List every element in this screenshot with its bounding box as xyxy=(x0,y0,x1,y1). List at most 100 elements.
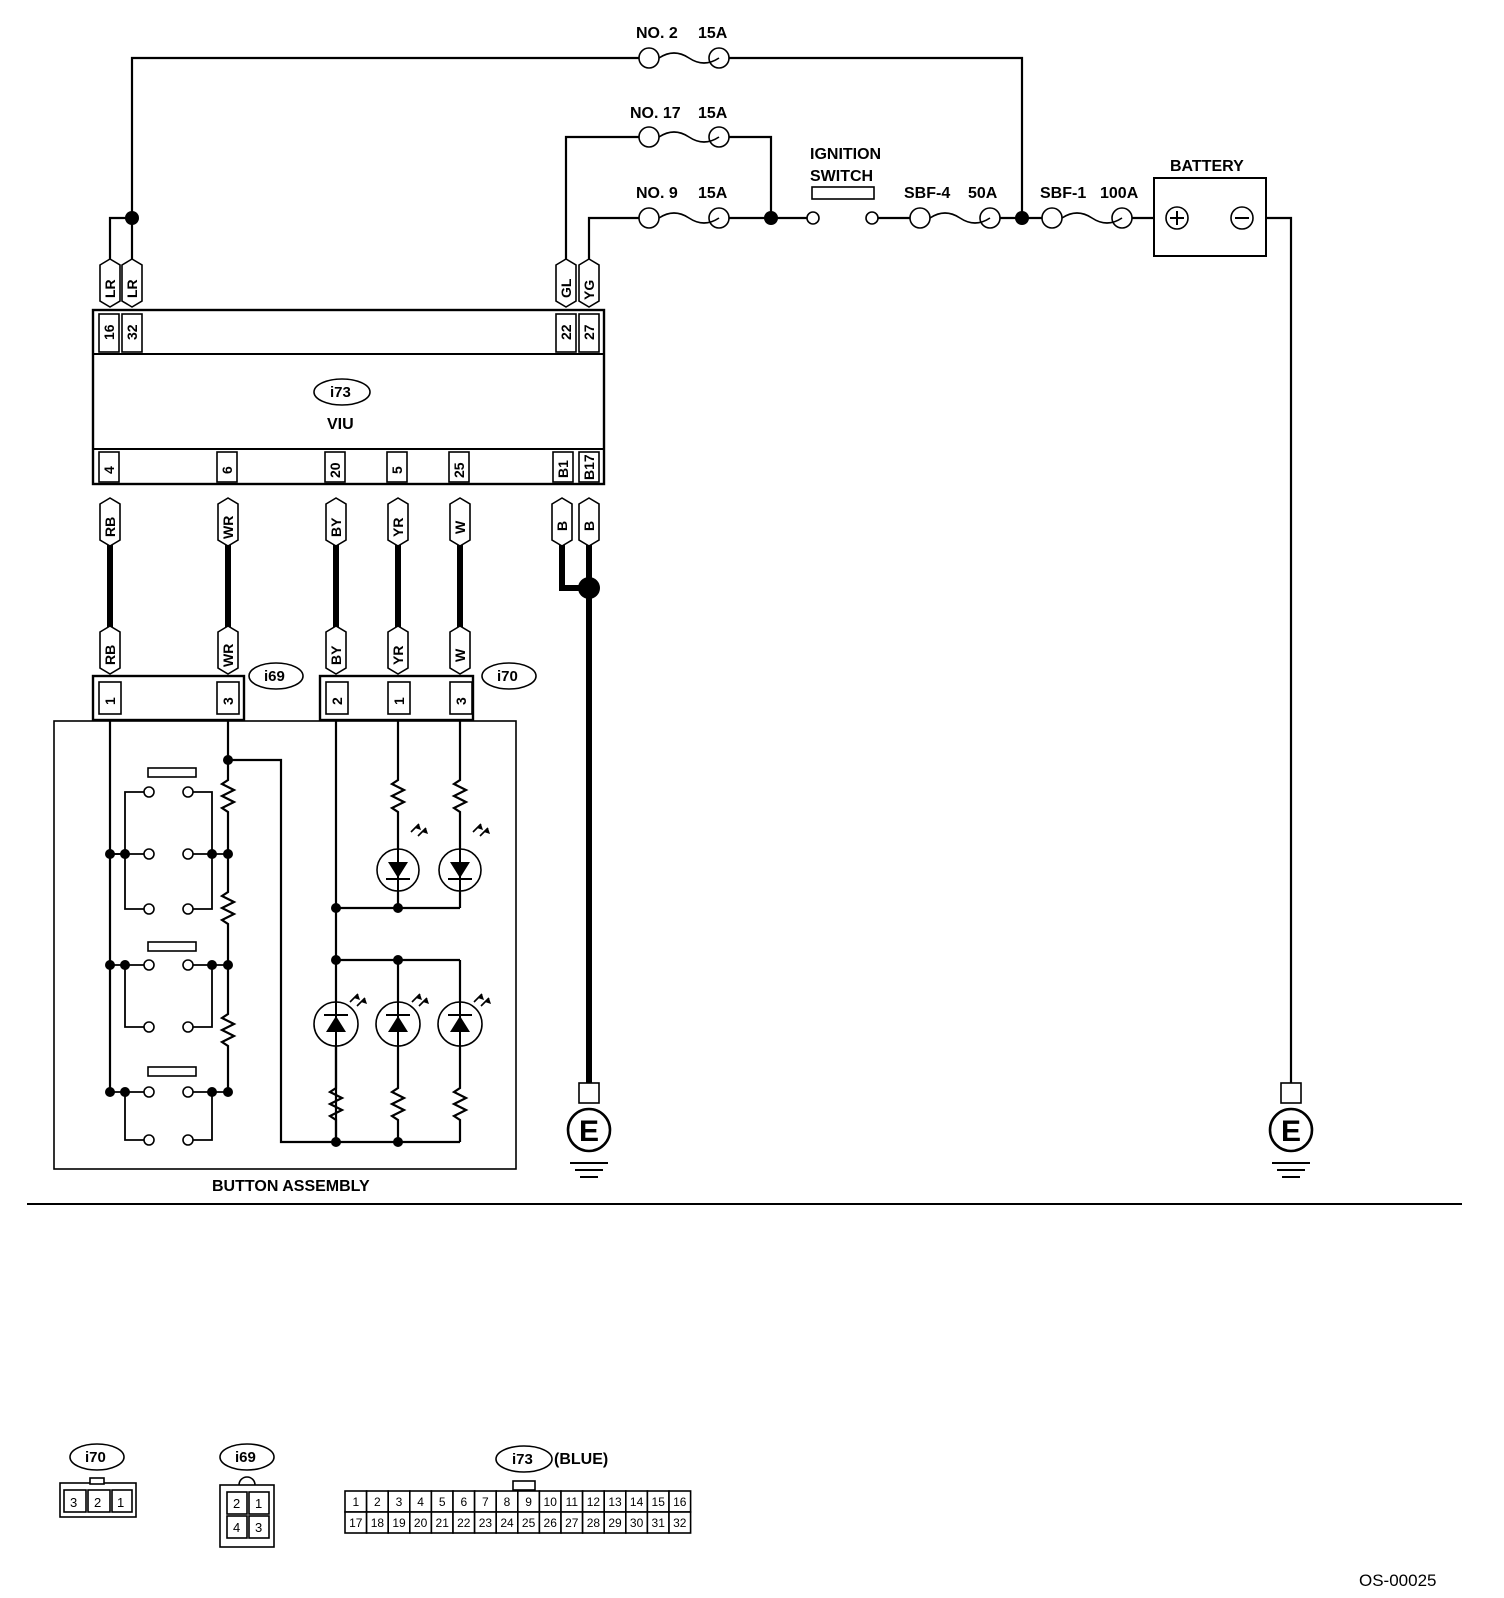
legend-i73-pin: 9 xyxy=(525,1495,532,1509)
viu-top-pin: 27 xyxy=(578,313,600,353)
viu-top-pin-16: 16 xyxy=(101,324,117,340)
legend-i73-pin: 7 xyxy=(482,1495,489,1509)
legend-i73-pin: 27 xyxy=(565,1516,579,1530)
battery: BATTERY xyxy=(1153,158,1267,257)
i69-pin-1: 1 xyxy=(102,697,118,705)
wire-tag-by: BY xyxy=(328,645,344,665)
ground-symbol: E xyxy=(1268,1082,1314,1178)
legend-i73-pin: 21 xyxy=(436,1516,450,1530)
wire-tag-lr: LR xyxy=(102,279,118,298)
i70-pin-2: 2 xyxy=(329,697,345,705)
legend-i73-pin: 22 xyxy=(457,1516,471,1530)
legend-i73-pin: 32 xyxy=(673,1516,687,1530)
junction-dot xyxy=(125,211,139,225)
harness-wires xyxy=(107,540,600,1083)
fuse-no9-name: NO. 9 xyxy=(636,185,678,202)
legend-i73-pin: 30 xyxy=(630,1516,644,1530)
legend-i70: i70 3 2 1 xyxy=(59,1443,137,1518)
viu-top-pin-22: 22 xyxy=(558,324,574,340)
wire-tag-yr: YR xyxy=(390,646,406,665)
legend-i73-pin: 6 xyxy=(460,1495,467,1509)
fuse-no17-name: NO. 17 xyxy=(630,105,681,122)
wire-tag-gl: GL xyxy=(558,278,574,298)
viu-bottom-pin-25: 25 xyxy=(451,462,467,478)
viu-name: VIU xyxy=(327,416,354,433)
viu-connector-oval xyxy=(313,378,371,406)
viu-connector-label: i73 xyxy=(330,384,351,401)
fuse-no2-rating: 15A xyxy=(698,25,728,42)
wire-tag-lr: LR xyxy=(124,279,140,298)
legend-i73-pin: 28 xyxy=(587,1516,601,1530)
legend-i73-color: (BLUE) xyxy=(554,1451,608,1468)
figure-id: OS-00025 xyxy=(1359,1571,1437,1590)
legend-i73-pin: 11 xyxy=(566,1495,579,1509)
led-indicator xyxy=(376,823,428,892)
wire-tag-wr: WR xyxy=(220,516,236,539)
junction-dot xyxy=(1015,211,1029,225)
legend-i69-pin: 2 xyxy=(233,1496,240,1511)
i69-label: i69 xyxy=(264,668,285,685)
wire-tag-w: W xyxy=(452,648,468,662)
ignition-switch-line1: IGNITION xyxy=(810,146,881,163)
ground-e-label: E xyxy=(1281,1115,1301,1148)
legend-i73-pin: 23 xyxy=(479,1516,493,1530)
fuse-sbf1-name: SBF-1 xyxy=(1040,185,1086,202)
i69-pin-3: 3 xyxy=(220,697,236,705)
legend-i73-pin: 1 xyxy=(352,1495,359,1509)
wire-tag-b: B xyxy=(581,521,597,531)
legend-i73-pin: 26 xyxy=(544,1516,558,1530)
wire-tag-rb: RB xyxy=(102,517,118,537)
ground-junction-dot xyxy=(578,577,600,599)
ground-e-label: E xyxy=(579,1115,599,1148)
viu-bottom-pin-b1: B1 xyxy=(555,460,571,478)
legend-i73-pin: 10 xyxy=(544,1495,558,1509)
legend-i69-label: i69 xyxy=(235,1449,256,1466)
connector-i70: 2 1 3 i70 xyxy=(318,662,537,722)
battery-label: BATTERY xyxy=(1170,158,1244,175)
viu-bottom-pin-20: 20 xyxy=(327,462,343,478)
viu-module: i73 VIU 16 32 22 27 4 6 20 5 xyxy=(91,308,606,486)
legend-i69-pin: 3 xyxy=(255,1520,262,1535)
legend-i69-pin: 4 xyxy=(233,1520,240,1535)
ground-symbol: E xyxy=(566,1082,612,1178)
fuse-sbf1: SBF-1 100A xyxy=(1040,185,1139,229)
viu-bottom-pins: 4 6 20 5 25 B1 B17 xyxy=(98,451,600,483)
legend-i73-pin: 4 xyxy=(417,1495,424,1509)
ignition-switch: IGNITION SWITCH xyxy=(806,146,881,225)
button-assembly-label: BUTTON ASSEMBLY xyxy=(212,1178,370,1195)
connector-i69: 1 3 i69 xyxy=(91,662,304,722)
led-indicator xyxy=(313,993,367,1047)
i70-pin-1: 1 xyxy=(391,697,407,705)
legend-i73-cell xyxy=(668,1511,692,1534)
led-indicator xyxy=(375,993,429,1047)
legend-i70-pin: 3 xyxy=(70,1495,77,1510)
legend-i73-pin: 3 xyxy=(396,1495,403,1509)
legend-i73-pin: 13 xyxy=(608,1495,622,1509)
wire-tags-viu-bottom: RB WR BY YR W B B xyxy=(99,497,600,547)
led-indicator xyxy=(437,993,491,1047)
fuse-no2-name: NO. 2 xyxy=(636,25,678,42)
fuse-sbf1-rating: 100A xyxy=(1100,185,1139,202)
fuse-no9-rating: 15A xyxy=(698,185,728,202)
wire-tag-yg: YG xyxy=(581,280,597,300)
viu-bottom-pin-b17: B17 xyxy=(581,454,597,480)
legend-i69-pin: 1 xyxy=(255,1496,262,1511)
legend-i73-pin: 2 xyxy=(374,1495,381,1509)
legend-i69: i69 2 1 4 3 xyxy=(219,1443,275,1548)
i70-label: i70 xyxy=(497,668,518,685)
wire-tag-wr: WR xyxy=(220,644,236,667)
wire-tag-by: BY xyxy=(328,517,344,537)
i70-oval xyxy=(481,662,537,690)
legend-i73-label: i73 xyxy=(512,1451,533,1468)
viu-top-pin: 16 xyxy=(98,313,120,353)
fuse-no9: NO. 9 15A xyxy=(636,185,730,229)
fuse-no2: NO. 2 15A xyxy=(636,25,730,69)
legend-i73-pin: 8 xyxy=(504,1495,511,1509)
legend-i73-pin: 25 xyxy=(522,1516,536,1530)
legend-i73-pin: 20 xyxy=(414,1516,428,1530)
legend-i73-pin: 5 xyxy=(439,1495,446,1509)
wire-tags-top: LR LR GL YG xyxy=(99,258,600,308)
